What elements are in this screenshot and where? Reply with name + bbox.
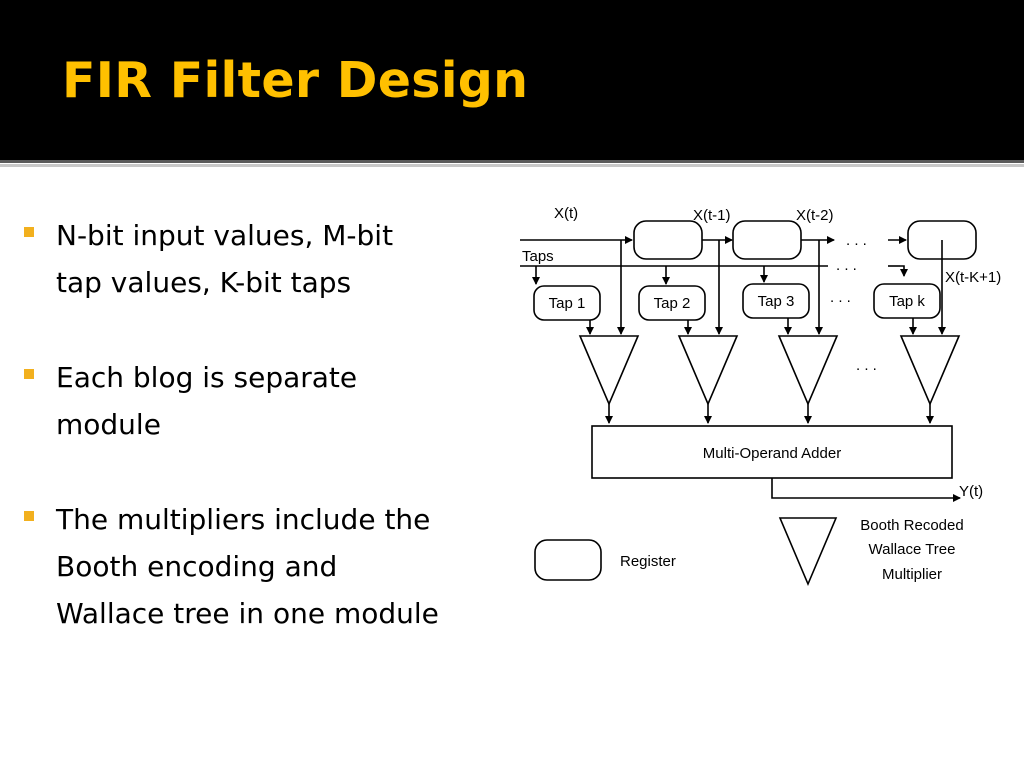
legend-multiplier-label: Booth Recoded	[860, 517, 963, 534]
legend-multiplier-label: Wallace Tree	[869, 541, 956, 558]
legend-register-label: Register	[620, 553, 676, 570]
bullet-line: tap values, K-bit taps	[56, 266, 352, 299]
label-x-t-2: X(t-2)	[796, 207, 834, 224]
slide-title: FIR Filter Design	[62, 52, 529, 109]
bullet-item: The multipliers include the Booth encodi…	[18, 496, 518, 637]
multiplier-block	[677, 335, 739, 407]
bullet-line: Each blog is separate	[56, 361, 358, 394]
bullet-item: N-bit input values, M-bit tap values, K-…	[18, 212, 518, 306]
output-line	[771, 478, 961, 502]
tap-label: Tap 3	[758, 293, 795, 310]
multiplier-block	[777, 335, 839, 407]
legend-multiplier-icon	[778, 517, 838, 587]
label-x-t: X(t)	[554, 205, 578, 222]
tap-block	[873, 283, 941, 319]
bullet-line: Wallace tree in one module	[56, 597, 439, 630]
label-y-t: Y(t)	[959, 483, 983, 500]
title-bar: FIR Filter Design	[0, 0, 1024, 160]
tap-block	[638, 285, 706, 321]
register-block	[732, 220, 802, 260]
tap-block	[742, 283, 810, 319]
bullet-list: N-bit input values, M-bit tap values, K-…	[18, 212, 518, 685]
multiplier-block	[578, 335, 640, 407]
ellipsis-registers: . . .	[846, 232, 867, 249]
ellipsis-multipliers: . . .	[856, 357, 877, 374]
adder-label: Multi-Operand Adder	[703, 445, 841, 462]
bullet-square-icon	[24, 511, 34, 521]
bullet-line: N-bit input values, M-bit	[56, 219, 394, 252]
taps-bus-line	[900, 265, 908, 277]
bullet-item: Each blog is separate module	[18, 354, 518, 448]
register-block	[633, 220, 703, 260]
label-x-t-k-1: X(t-K+1)	[945, 269, 1001, 286]
title-divider-light	[0, 164, 1024, 167]
tap-block	[533, 285, 601, 321]
tap-label: Tap k	[889, 293, 925, 310]
bullet-line: The multipliers include the	[56, 503, 431, 536]
label-taps: Taps	[522, 248, 554, 265]
tap-label: Tap 1	[549, 295, 586, 312]
bullet-line: module	[56, 408, 161, 441]
ellipsis-taps-bus: . . .	[836, 257, 857, 274]
bullet-square-icon	[24, 227, 34, 237]
multiplier-block	[899, 335, 961, 407]
label-x-t-1: X(t-1)	[693, 207, 731, 224]
ellipsis-taps: . . .	[830, 289, 851, 306]
title-divider	[0, 160, 1024, 163]
fir-filter-diagram: X(t) X(t-1) X(t-2) X(t-K+1) Taps Y(t) . …	[520, 205, 1001, 587]
tap-label: Tap 2	[654, 295, 691, 312]
legend-register-icon	[534, 539, 602, 581]
legend-multiplier-label: Multiplier	[882, 566, 942, 583]
bullet-line: Booth encoding and	[56, 550, 338, 583]
bullet-square-icon	[24, 369, 34, 379]
